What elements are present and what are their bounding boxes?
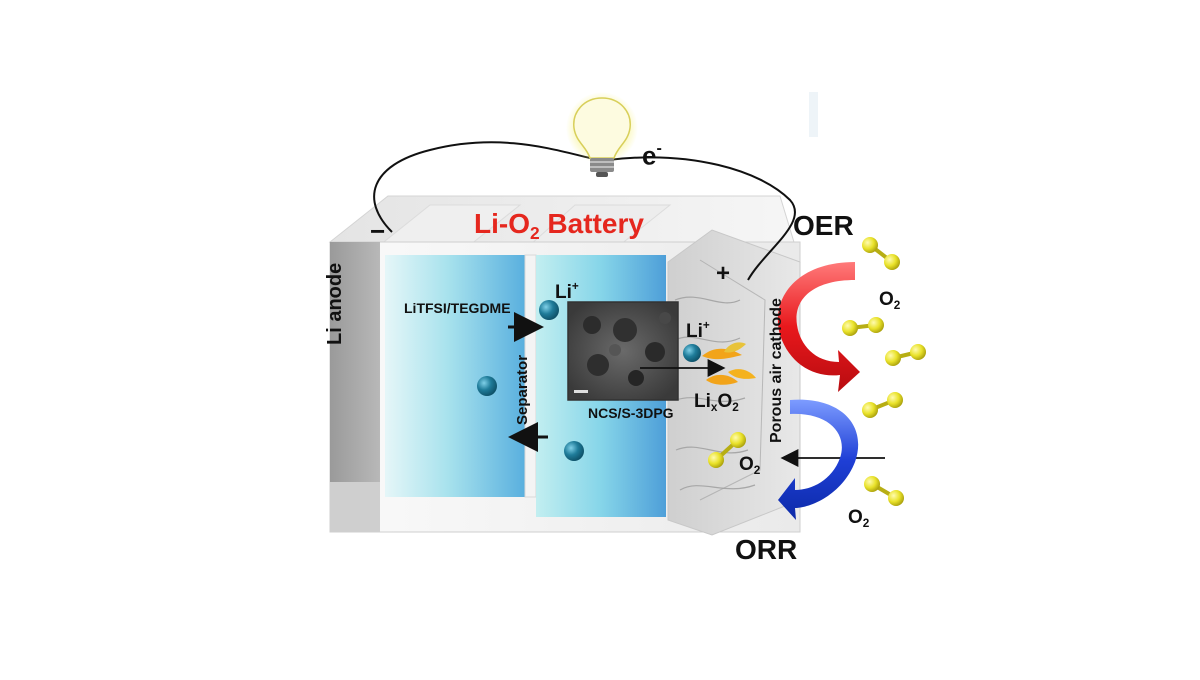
electrolyte-left bbox=[385, 255, 525, 497]
anode-base bbox=[330, 482, 380, 532]
oer-arrow bbox=[777, 262, 860, 392]
lixo2-product-icon bbox=[702, 342, 756, 385]
external-wire-right bbox=[607, 156, 797, 281]
oxygen-molecule-icon bbox=[842, 317, 884, 336]
lithium-ion-sphere-icon bbox=[477, 376, 497, 396]
oxygen-molecule-icon bbox=[708, 432, 746, 468]
product-label: LixO2 bbox=[694, 391, 739, 415]
porous-texture bbox=[674, 296, 756, 491]
light-bulb-icon bbox=[566, 92, 638, 177]
oxygen-molecule-icon bbox=[864, 476, 904, 506]
oxygen-label: O2 bbox=[739, 454, 761, 478]
diagram-title: Li-O2 Battery bbox=[474, 208, 644, 244]
orr-label: ORR bbox=[735, 534, 798, 565]
oxygen-label: O2 bbox=[848, 507, 870, 531]
orr-arrow bbox=[778, 399, 859, 520]
electron-label: e- bbox=[642, 139, 662, 171]
oxygen-molecule-icon bbox=[862, 237, 900, 270]
separator-label: Separator bbox=[514, 354, 531, 425]
cathode-label: Porous air cathode bbox=[768, 298, 785, 443]
oxygen-molecule-icon bbox=[885, 344, 926, 366]
li-ion-label: Li+ bbox=[686, 319, 710, 343]
tem-image bbox=[567, 301, 679, 401]
catalyst-label: NCS/S-3DPG bbox=[588, 405, 674, 421]
positive-terminal-label: + bbox=[716, 260, 731, 287]
li-anode-slab bbox=[330, 242, 380, 482]
anode-label: Li anode bbox=[324, 262, 346, 345]
negative-terminal-label: − bbox=[370, 216, 386, 246]
background-mark bbox=[809, 92, 818, 137]
oxygen-label: O2 bbox=[879, 289, 901, 313]
oxygen-molecule-icon bbox=[862, 392, 903, 418]
lithium-ion-sphere-icon bbox=[539, 300, 559, 320]
external-wire-left bbox=[373, 141, 591, 233]
li-ion-label: Li+ bbox=[555, 280, 579, 304]
porous-texture bbox=[699, 259, 766, 501]
electrolyte-label: LiTFSI/TEGDME bbox=[404, 300, 511, 316]
lithium-ion-sphere-icon bbox=[683, 344, 701, 362]
oer-label: OER bbox=[793, 210, 854, 241]
lithium-ion-sphere-icon bbox=[564, 441, 584, 461]
